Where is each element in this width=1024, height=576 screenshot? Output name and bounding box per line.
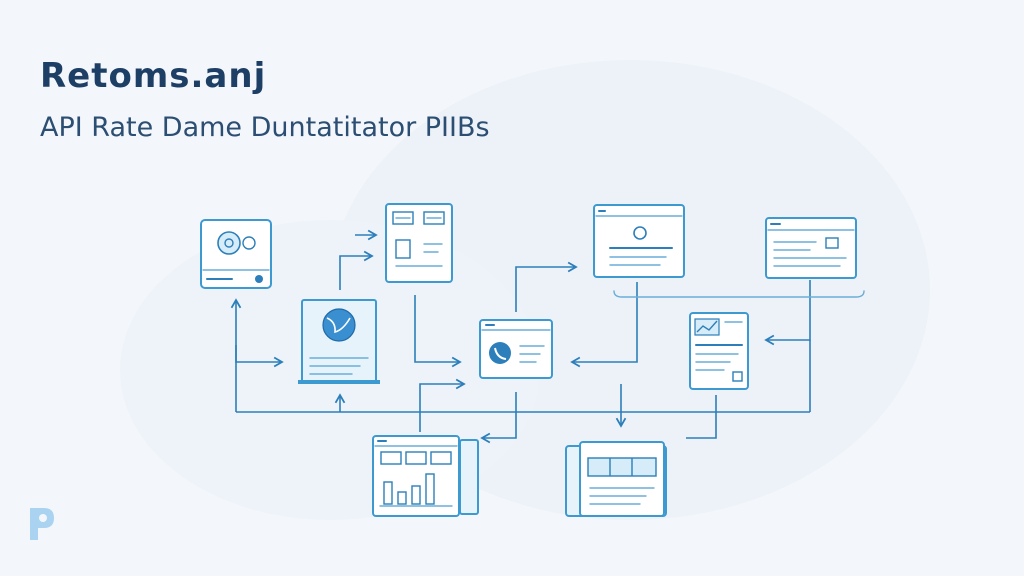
tabs-card [565,441,667,517]
browser-card [593,204,685,278]
window-card [765,217,857,279]
bracket-line [613,290,865,298]
globe-icon [322,308,356,342]
connector-line [414,295,462,368]
connector-line [480,392,517,444]
connectors [230,229,865,444]
gear-icon [217,231,241,255]
logo-icon [30,508,54,540]
page-title: Retoms.anj [40,56,267,96]
bar-chart-card [372,435,479,517]
phone-card [479,319,553,379]
connector-line [419,378,466,432]
report-card [689,312,749,390]
connector-line [764,280,811,346]
connector-line [339,250,374,290]
phone-icon [489,342,511,364]
gear-card [200,219,272,289]
page-subtitle: API Rate Dame Duntatitator PIIBs [40,112,490,143]
connector-line [235,345,284,368]
connector-line [570,282,638,368]
globe-card [298,299,380,384]
chart-icon [694,318,720,336]
connector-line [686,395,717,439]
document-card [385,203,453,283]
connector-line [515,261,578,312]
